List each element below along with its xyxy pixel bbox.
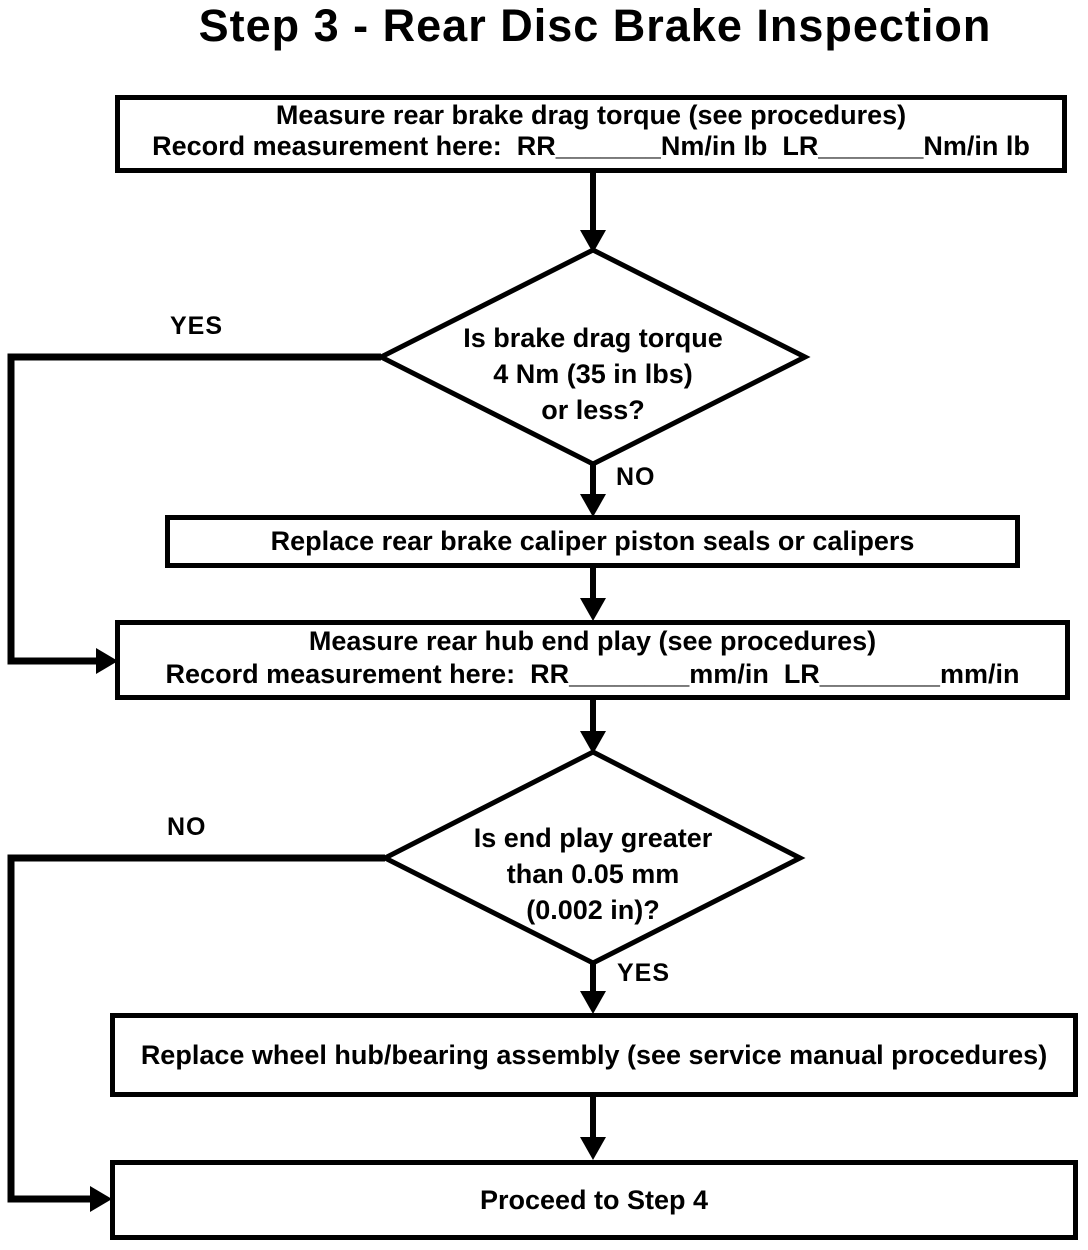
page-title: Step 3 - Rear Disc Brake Inspection bbox=[198, 0, 992, 51]
replace-caliper-label: Replace rear brake caliper piston seals … bbox=[270, 526, 915, 556]
decision-drag-torque-line3: or less? bbox=[541, 395, 645, 425]
arrowhead-caliper-to-end-play bbox=[580, 598, 606, 621]
measure-end-play-line1: Measure rear hub end play (see procedure… bbox=[308, 626, 877, 656]
decision-end-play-line3: (0.002 in)? bbox=[526, 895, 660, 925]
edge-label-drag-yes: YES bbox=[170, 312, 224, 340]
process-measure-end-play: Measure rear hub end play (see procedure… bbox=[115, 620, 1070, 700]
measure-end-play-record-line: Record measurement here: RR________mm/in… bbox=[165, 659, 1020, 689]
decision-diamond-end-play bbox=[379, 749, 806, 966]
arrowhead-drag-yes bbox=[96, 648, 118, 674]
replace-hub-bearing-label: Replace wheel hub/bearing assembly (see … bbox=[140, 1039, 1048, 1070]
proceed-step4-label: Proceed to Step 4 bbox=[479, 1184, 709, 1215]
arrowhead-replace-hub-to-proceed bbox=[580, 1137, 606, 1160]
decision-drag-torque-line1: Is brake drag torque bbox=[463, 323, 723, 353]
connector-end-play-no-path bbox=[7, 854, 385, 1203]
arrowhead-end-play-no bbox=[90, 1186, 112, 1212]
decision-drag-torque-text: Is brake drag torque 4 Nm (35 in lbs) or… bbox=[391, 320, 795, 428]
decision-diamond-drag-torque bbox=[375, 247, 811, 467]
process-proceed-step4: Proceed to Step 4 bbox=[110, 1160, 1078, 1240]
arrowhead-drag-box-to-decision bbox=[580, 230, 606, 253]
measure-drag-torque-record-line: Record measurement here: RR_______Nm/in … bbox=[152, 131, 1030, 161]
measure-drag-torque-line1: Measure rear brake drag torque (see proc… bbox=[275, 100, 907, 130]
process-replace-caliper: Replace rear brake caliper piston seals … bbox=[165, 515, 1020, 568]
edge-label-end-play-yes: YES bbox=[617, 959, 671, 987]
decision-end-play-text: Is end play greater than 0.05 mm (0.002 … bbox=[391, 820, 795, 928]
edge-label-end-play-no: NO bbox=[167, 813, 207, 841]
arrowhead-decision-no-to-caliper bbox=[580, 494, 606, 517]
connector-drag-yes-path bbox=[7, 353, 381, 665]
process-measure-drag-torque: Measure rear brake drag torque (see proc… bbox=[115, 95, 1067, 173]
process-replace-hub-bearing: Replace wheel hub/bearing assembly (see … bbox=[110, 1013, 1078, 1097]
decision-end-play-line1: Is end play greater bbox=[473, 823, 713, 853]
decision-drag-torque-line2: 4 Nm (35 in lbs) bbox=[493, 359, 693, 389]
arrowhead-end-play-box-to-decision bbox=[580, 731, 606, 754]
edge-label-drag-no: NO bbox=[616, 463, 656, 491]
decision-end-play-line2: than 0.05 mm bbox=[506, 859, 680, 889]
arrowhead-decision-yes-to-replace-hub bbox=[580, 991, 606, 1014]
